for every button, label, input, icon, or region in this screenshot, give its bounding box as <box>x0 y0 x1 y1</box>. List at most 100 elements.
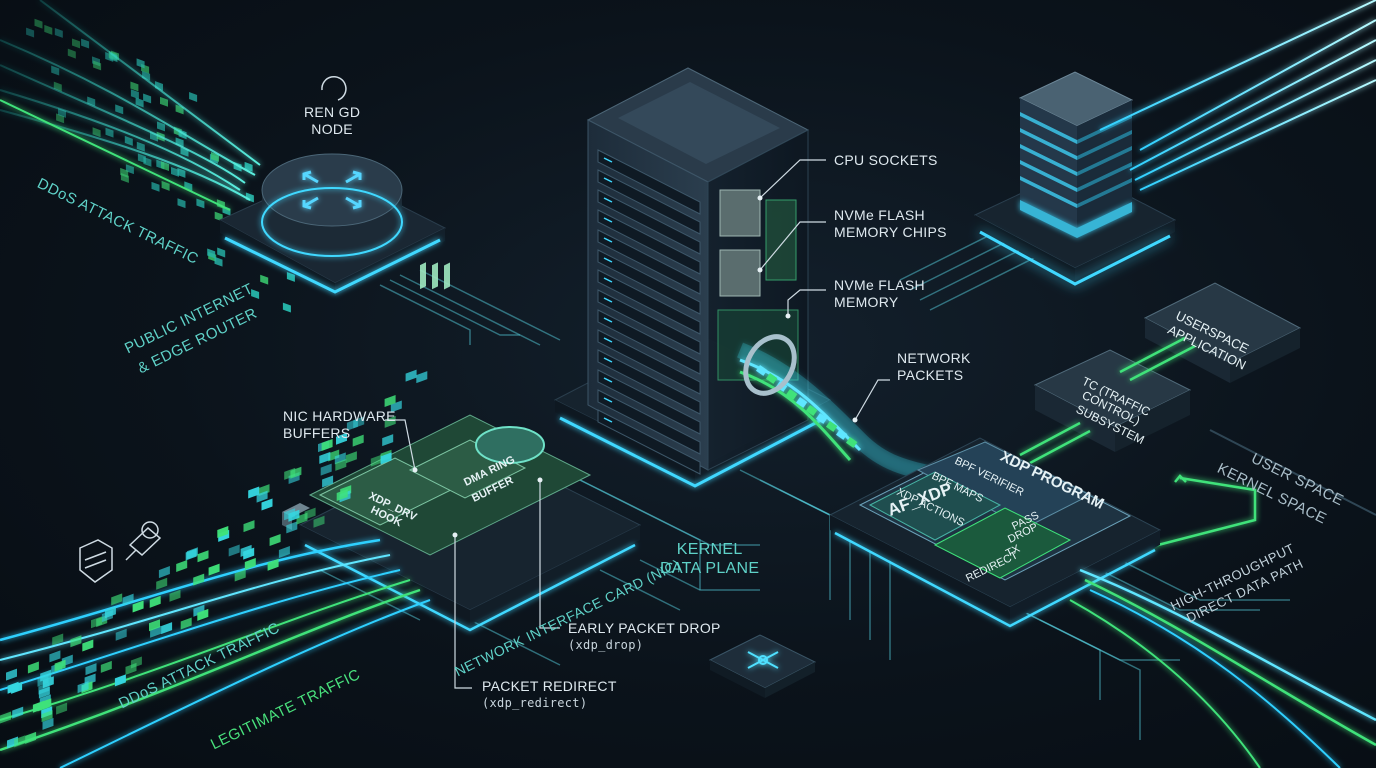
packet-block <box>243 520 255 533</box>
packet-block <box>26 27 35 38</box>
packet-block <box>251 289 260 300</box>
packet-ring <box>743 334 797 396</box>
packet-block <box>67 48 76 59</box>
drive-bay <box>597 269 701 335</box>
packet-block <box>143 156 152 167</box>
packet-block <box>207 248 216 259</box>
packet-block <box>136 58 145 69</box>
packet-block <box>382 434 394 447</box>
drive-bay <box>597 389 701 455</box>
drive-bay <box>597 289 701 355</box>
drive-bay <box>597 309 701 375</box>
packet-block <box>313 515 325 528</box>
packet-block <box>290 466 302 479</box>
packet-block <box>193 573 205 586</box>
network-packets-label: NETWORK PACKETS <box>897 350 971 383</box>
packet-block <box>105 127 114 138</box>
network-node-chip <box>708 634 817 698</box>
security-camera-icon <box>125 521 162 561</box>
packet-block <box>92 127 101 138</box>
packet-block <box>85 663 97 676</box>
packet-block <box>104 606 116 619</box>
packet-block <box>214 256 223 267</box>
packet-redirect-code: (xdp_redirect) <box>482 696 588 710</box>
packet-block <box>336 432 347 445</box>
packet-redirect-label: PACKET REDIRECT (xdp_redirect) <box>482 678 617 712</box>
packet-block <box>158 566 170 579</box>
drive-bay <box>597 349 701 415</box>
packet-block <box>171 166 179 177</box>
early-drop-label: EARLY PACKET DROP (xdp_drop) <box>568 620 721 654</box>
packet-block <box>217 526 229 539</box>
packet-block <box>261 498 273 511</box>
early-drop-code: (xdp_drop) <box>568 638 644 652</box>
packet-block <box>336 488 348 501</box>
packet-block <box>161 622 173 635</box>
edge-router <box>218 153 447 296</box>
xdp-program-chip[interactable] <box>828 437 1162 628</box>
packet-block <box>160 96 168 107</box>
packet-block <box>56 113 65 124</box>
packet-block <box>214 211 223 222</box>
kernel-bypass-arrows <box>1019 336 1257 562</box>
packet-block <box>319 451 331 464</box>
packet-block <box>0 711 11 724</box>
rack-drive-bays <box>597 149 701 475</box>
packet-block <box>150 625 162 638</box>
packet-block <box>136 141 145 152</box>
storage-server <box>973 71 1177 286</box>
packet-block <box>38 686 50 699</box>
packet-block <box>328 449 340 462</box>
packet-block <box>334 452 346 465</box>
packet-block <box>180 617 192 630</box>
packet-block <box>286 272 295 282</box>
packet-block <box>149 619 160 632</box>
packet-block <box>49 650 61 663</box>
packet-block <box>161 161 169 172</box>
nic-buffer-cells <box>420 262 450 290</box>
router-arrows-icon <box>302 170 362 210</box>
packet-block <box>130 81 139 92</box>
legitimate-packet-cloud <box>0 369 428 749</box>
packet-block <box>169 589 181 602</box>
packet-block <box>114 674 126 687</box>
drive-bay <box>597 249 701 315</box>
packet-block <box>37 699 49 712</box>
packet-redirect-title: PACKET REDIRECT <box>482 678 617 694</box>
high-speed-lines-top-right <box>1099 0 1376 191</box>
drive-bay <box>597 169 701 235</box>
packet-block <box>54 27 63 38</box>
packet-block <box>197 608 209 621</box>
packet-block <box>260 274 269 285</box>
packet-block <box>41 710 53 723</box>
kernel-data-plane-label: KERNEL DATA PLANE <box>660 541 760 577</box>
xdp-output-stream <box>1069 568 1376 768</box>
drive-bay <box>597 369 701 435</box>
packet-block <box>135 97 144 108</box>
packet-block <box>115 104 124 115</box>
packet-block <box>42 717 54 730</box>
packet-block <box>390 400 402 413</box>
packet-block <box>70 635 82 648</box>
packet-block <box>11 681 23 694</box>
packet-block <box>335 458 347 471</box>
packet-block <box>217 247 226 258</box>
packet-block <box>177 198 186 209</box>
router-name-label: REN GD NODE <box>304 104 361 137</box>
drive-bay <box>597 149 701 215</box>
packet-block <box>34 18 43 29</box>
leader-lines <box>385 159 890 689</box>
router-signal-icon <box>321 75 347 101</box>
packet-block <box>346 418 358 431</box>
packet-block <box>244 557 256 571</box>
nic-card[interactable] <box>282 262 642 632</box>
drive-bay <box>597 209 701 275</box>
nvme-chips-label: NVMe FLASH MEMORY CHIPS <box>834 207 947 240</box>
packet-block <box>27 661 39 674</box>
packet-block <box>405 369 417 382</box>
packet-block <box>248 486 260 499</box>
packet-block <box>322 475 334 488</box>
packet-block <box>51 65 60 76</box>
tc-subsystem-block[interactable] <box>1033 349 1192 452</box>
